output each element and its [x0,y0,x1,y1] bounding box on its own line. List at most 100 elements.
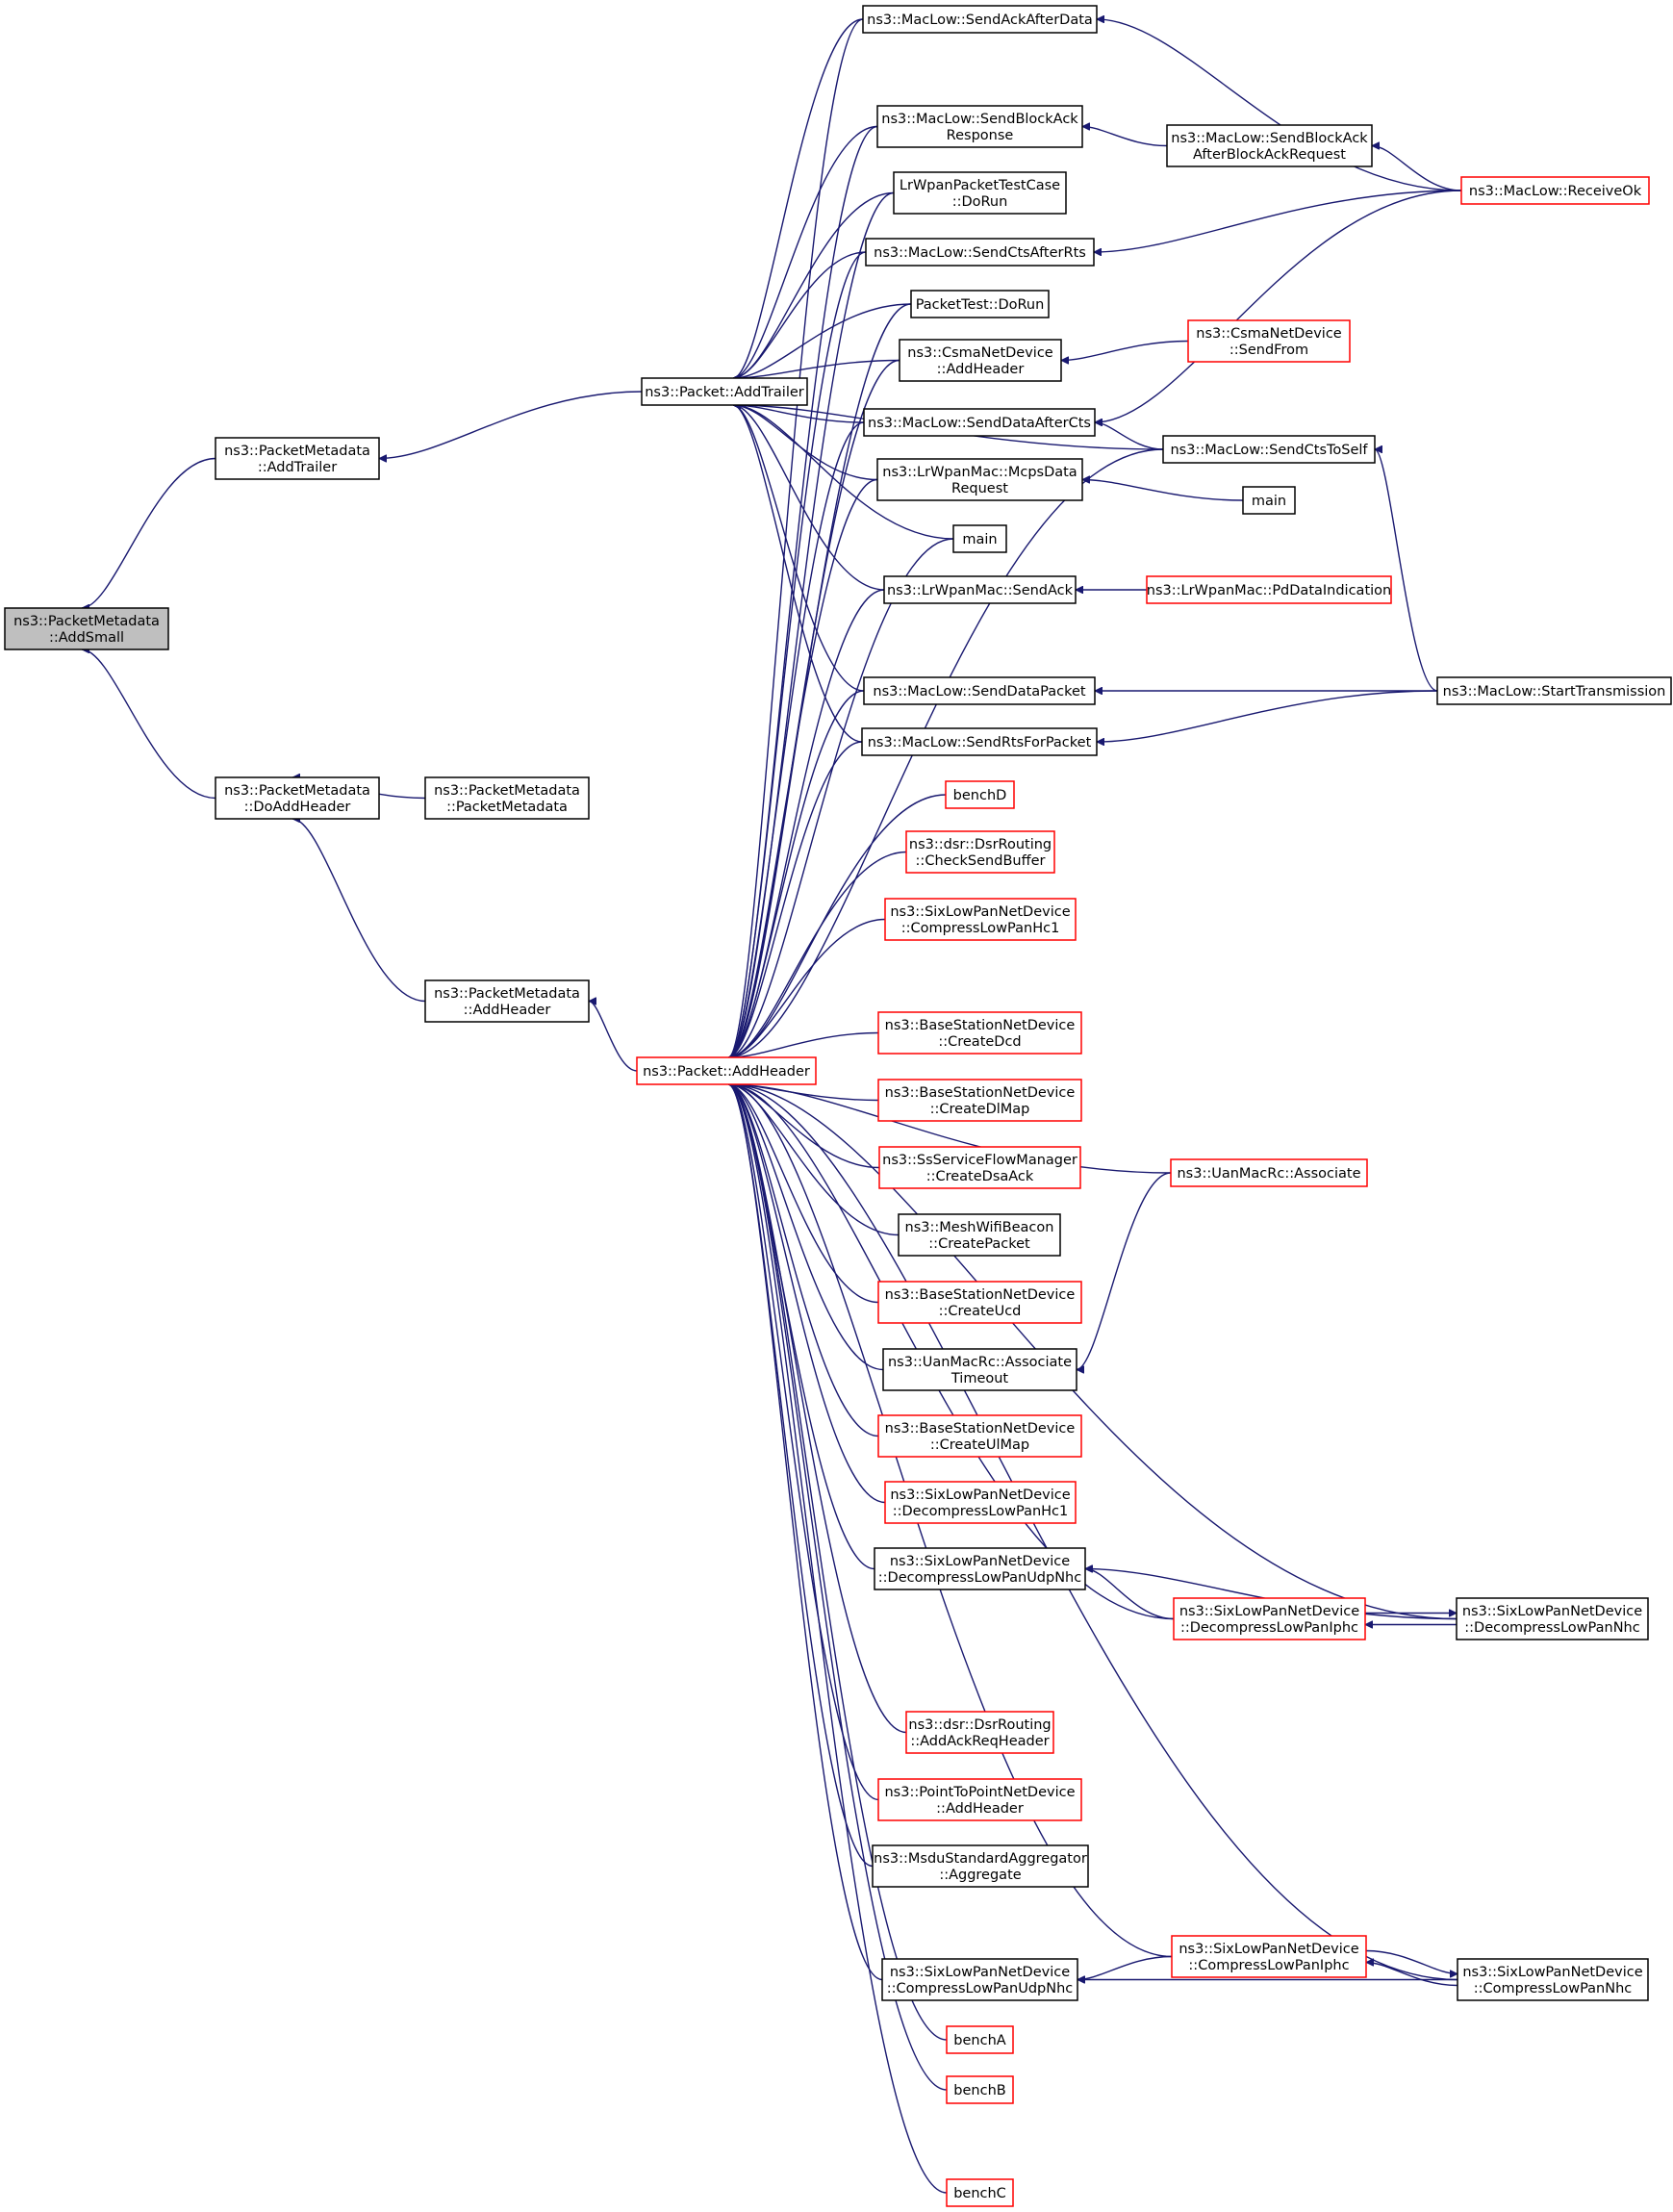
node-box[interactable] [893,171,1067,215]
node-pm-addsmall[interactable]: ns3::PacketMetadata::AddSmall [4,607,169,650]
node-bs-createdcd[interactable]: ns3::BaseStationNetDevice::CreateDcd [877,1011,1082,1055]
node-senddataaftercts[interactable]: ns3::MacLow::SendDataAfterCts [863,408,1096,437]
node-pm-ctor[interactable]: ns3::PacketMetadata::PacketMetadata [424,776,590,820]
node-box[interactable] [877,1414,1082,1458]
node-csma-sendfrom[interactable]: ns3::CsmaNetDevice::SendFrom [1187,319,1351,363]
node-box[interactable] [946,2075,1014,2104]
node-pm-addheader[interactable]: ns3::PacketMetadata::AddHeader [424,979,590,1023]
node-box[interactable] [862,5,1098,34]
node-box[interactable] [946,2025,1014,2054]
node-box[interactable] [1456,1597,1649,1640]
node-box[interactable] [1242,486,1296,515]
node-box[interactable] [641,377,808,406]
node-mesh-createpacket[interactable]: ns3::MeshWifiBeacon::CreatePacket [898,1213,1061,1257]
node-sendblockackafterreq[interactable]: ns3::MacLow::SendBlockAckAfterBlockAckRe… [1166,124,1373,167]
node-box[interactable] [905,830,1055,874]
node-sixlowpan-decompressudpnhc[interactable]: ns3::SixLowPanNetDevice::DecompressLowPa… [874,1547,1086,1590]
node-msdu-aggregate[interactable]: ns3::MsduStandardAggregator::Aggregate [872,1844,1089,1888]
node-sixlowpan-compressudpnhc[interactable]: ns3::SixLowPanNetDevice::CompressLowPanU… [881,1958,1078,2001]
node-p2p-addheader[interactable]: ns3::PointToPointNetDevice::AddHeader [877,1778,1082,1821]
node-sixlowpan-decompresshc1[interactable]: ns3::SixLowPanNetDevice::DecompressLowPa… [884,1481,1077,1524]
node-box[interactable] [636,1056,817,1085]
node-bs-createulmap[interactable]: ns3::BaseStationNetDevice::CreateUlMap [877,1414,1082,1458]
node-box[interactable] [863,408,1096,437]
node-sendctsafterrts[interactable]: ns3::MacLow::SendCtsAfterRts [865,238,1095,267]
node-box[interactable] [1173,1597,1366,1640]
node-sixlowpan-decompressiphc[interactable]: ns3::SixLowPanNetDevice::DecompressLowPa… [1173,1597,1366,1640]
node-starttransmission[interactable]: ns3::MacLow::StartTransmission [1436,676,1672,705]
node-sendctstoself[interactable]: ns3::MacLow::SendCtsToSelf [1162,435,1376,464]
node-box[interactable] [952,524,1007,553]
node-box[interactable] [898,1213,1061,1257]
node-box[interactable] [1162,435,1376,464]
node-box[interactable] [1170,1158,1368,1187]
node-bs-createdlmap[interactable]: ns3::BaseStationNetDevice::CreateDlMap [877,1079,1082,1122]
node-box[interactable] [910,290,1050,318]
node-box[interactable] [877,1079,1082,1122]
node-box[interactable] [877,1011,1082,1055]
node-ss-createdsaack[interactable]: ns3::SsServiceFlowManager::CreateDsaAck [878,1146,1081,1189]
node-lrwpan-packettest[interactable]: LrWpanPacketTestCase::DoRun [893,171,1067,215]
node-box[interactable] [905,1711,1054,1754]
node-sixlowpan-decompressnhc[interactable]: ns3::SixLowPanNetDevice::DecompressLowPa… [1456,1597,1649,1640]
node-packettest-dorun[interactable]: PacketTest::DoRun [910,290,1050,318]
node-box[interactable] [1460,176,1650,205]
node-benchA[interactable]: benchA [946,2025,1014,2054]
node-benchC[interactable]: benchC [946,2178,1014,2207]
node-box[interactable] [882,1348,1077,1391]
node-box[interactable] [877,1281,1082,1324]
node-sendrtsforpacket[interactable]: ns3::MacLow::SendRtsForPacket [861,727,1098,756]
node-benchB[interactable]: benchB [946,2075,1014,2104]
node-box[interactable] [884,898,1077,941]
node-main2[interactable]: main [1242,486,1296,515]
node-box[interactable] [1436,676,1672,705]
node-box[interactable] [877,1778,1082,1821]
node-box[interactable] [876,458,1083,501]
node-csma-addheader[interactable]: ns3::CsmaNetDevice::AddHeader [899,339,1062,382]
node-box[interactable] [884,1481,1077,1524]
node-dsr-checksendbuffer[interactable]: ns3::dsr::DsrRouting::CheckSendBuffer [905,830,1055,874]
node-sendackafterdata[interactable]: ns3::MacLow::SendAckAfterData [862,5,1098,34]
node-box[interactable] [863,676,1096,705]
node-box[interactable] [865,238,1095,267]
node-main1[interactable]: main [952,524,1007,553]
node-box[interactable] [881,1958,1078,2001]
node-box[interactable] [861,727,1098,756]
node-box[interactable] [1166,124,1373,167]
node-benchD[interactable]: benchD [945,780,1015,809]
node-box[interactable] [215,437,380,480]
node-bs-createucd[interactable]: ns3::BaseStationNetDevice::CreateUcd [877,1281,1082,1324]
node-senddatapacket[interactable]: ns3::MacLow::SendDataPacket [863,676,1096,705]
node-box[interactable] [945,780,1015,809]
node-box[interactable] [899,339,1062,382]
node-receiveok[interactable]: ns3::MacLow::ReceiveOk [1460,176,1650,205]
node-box[interactable] [1146,575,1392,604]
node-packet-addtrailer[interactable]: ns3::Packet::AddTrailer [641,377,808,406]
node-box[interactable] [215,776,380,820]
node-box[interactable] [424,979,590,1023]
node-dsr-addackreqheader[interactable]: ns3::dsr::DsrRouting::AddAckReqHeader [905,1711,1054,1754]
node-box[interactable] [1171,1935,1367,1978]
node-sixlowpan-compressiphc[interactable]: ns3::SixLowPanNetDevice::CompressLowPanI… [1171,1935,1367,1978]
node-box[interactable] [876,105,1083,148]
node-box[interactable] [883,575,1077,604]
node-box[interactable] [872,1844,1089,1888]
node-box[interactable] [878,1146,1081,1189]
node-box[interactable] [1457,1958,1649,2001]
node-box[interactable] [424,776,590,820]
node-uan-associate[interactable]: ns3::UanMacRc::Associate [1170,1158,1368,1187]
node-pm-doaddheader[interactable]: ns3::PacketMetadata::DoAddHeader [215,776,380,820]
node-lrwpan-pddataindication[interactable]: ns3::LrWpanMac::PdDataIndication [1146,575,1392,604]
node-box[interactable] [4,607,169,650]
node-sixlowpan-compressnhc[interactable]: ns3::SixLowPanNetDevice::CompressLowPanN… [1457,1958,1649,2001]
node-lrwpan-sendack[interactable]: ns3::LrWpanMac::SendAck [883,575,1077,604]
node-pm-addtrailer[interactable]: ns3::PacketMetadata::AddTrailer [215,437,380,480]
node-sixlowpan-compresshc1[interactable]: ns3::SixLowPanNetDevice::CompressLowPanH… [884,898,1077,941]
node-box[interactable] [946,2178,1014,2207]
node-box[interactable] [874,1547,1086,1590]
node-box[interactable] [1187,319,1351,363]
node-packet-addheader[interactable]: ns3::Packet::AddHeader [636,1056,817,1085]
